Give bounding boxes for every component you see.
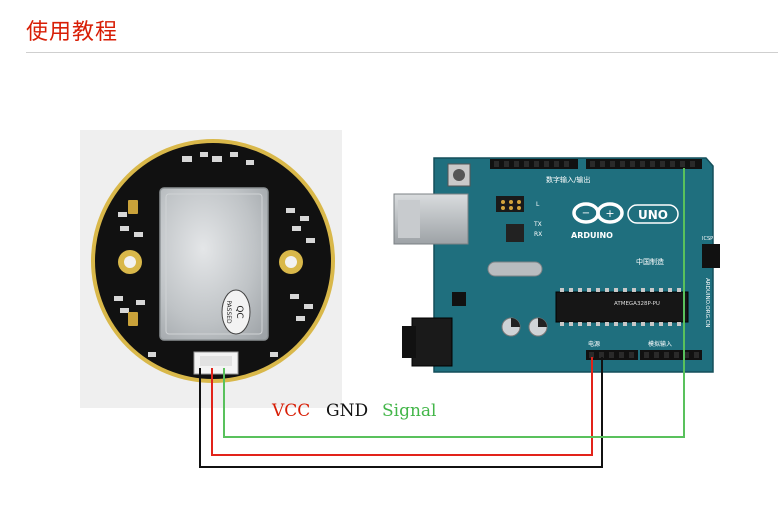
page-title: 使用教程: [26, 20, 119, 45]
sticker-text-top: QC: [234, 305, 244, 318]
dc-jack: [411, 317, 453, 367]
signal-label: Signal: [382, 401, 437, 421]
brand-label: ARDUINO: [571, 231, 613, 240]
gold-caps: [128, 200, 138, 326]
uno-badge: [627, 204, 679, 224]
svg-text:+: +: [605, 207, 614, 220]
analog-label: 模拟输入: [648, 340, 672, 348]
l-label: L: [536, 201, 540, 208]
website-label: ARDUINO.ORG.CN: [704, 278, 710, 328]
shield-can: [159, 187, 269, 341]
chip-label: ATMEGA328P-PU: [614, 301, 660, 307]
radar-sensor-module: QC PASSED: [80, 130, 342, 408]
svg-text:−: −: [582, 208, 590, 219]
vcc-label: VCC: [271, 401, 310, 421]
capacitors: [501, 317, 548, 337]
smd-components: [114, 152, 315, 357]
title-divider: [26, 52, 778, 53]
wire-signal: [223, 168, 685, 438]
tx-label: TX: [533, 221, 542, 228]
sticker-text-bottom: PASSED: [225, 300, 232, 324]
crystal: [487, 261, 543, 277]
usb-chip: [506, 224, 524, 242]
model-label: UNO: [638, 208, 668, 222]
icsp-header: [702, 244, 720, 268]
arduino-uno-board: 数字输入/输出 TX RX L − + UNO ARDUINO 中国制造 ICS…: [393, 157, 720, 373]
gnd-label: GND: [326, 401, 368, 421]
qc-sticker: QC PASSED: [221, 289, 251, 335]
icsp-label: ICSP: [702, 236, 713, 242]
wires: [199, 168, 685, 468]
wire-vcc: [211, 357, 593, 456]
wire-gnd: [199, 357, 603, 468]
digital-io-label: 数字输入/输出: [546, 175, 590, 184]
power-label: 电源: [588, 340, 600, 348]
analog-header: [640, 350, 702, 360]
board-pcb: [433, 157, 714, 373]
regulator: [452, 292, 466, 306]
arduino-logo: − +: [572, 202, 624, 224]
made-in-label: 中国制造: [636, 257, 664, 266]
atmega-chip: [555, 291, 689, 323]
rx-label: RX: [534, 231, 542, 238]
